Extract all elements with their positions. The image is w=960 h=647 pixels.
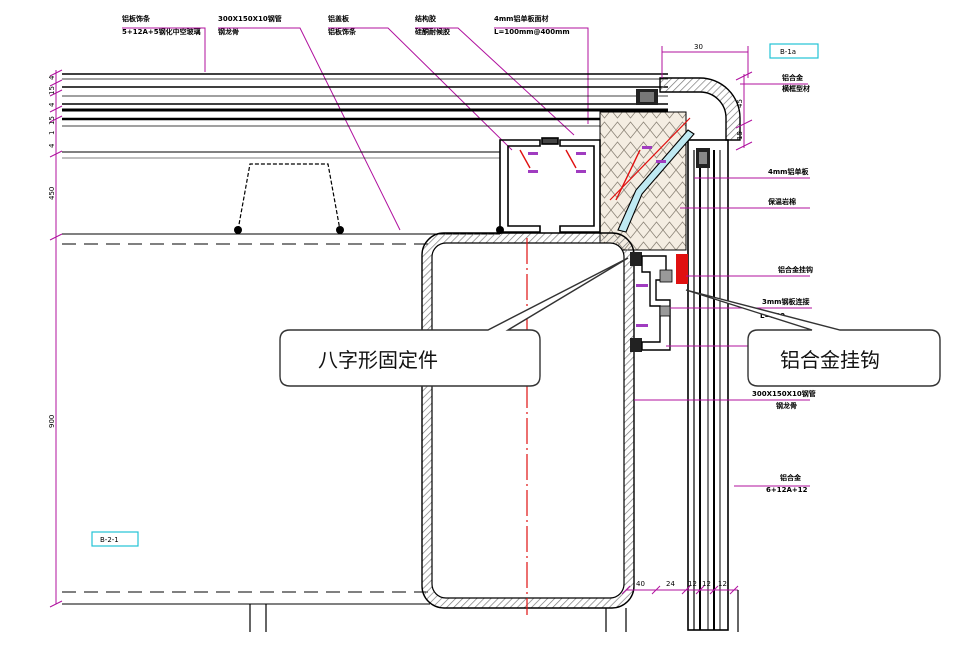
rock-wool-insulation — [599, 111, 687, 251]
top-leaders — [122, 27, 589, 231]
note-right-11: 6+12A+12 — [766, 486, 808, 494]
right-top-dimension: 45 15 — [735, 71, 753, 151]
purple-pointer-marks — [528, 146, 666, 327]
callout-right: 铝合金挂钩 — [685, 289, 941, 387]
note-right-10: 铝合金 — [780, 473, 802, 482]
note-right-2: 横框型材 — [782, 84, 810, 93]
note-top-3b: 铝板饰条 — [328, 27, 357, 36]
svg-text:15: 15 — [48, 116, 56, 125]
note-right-3: 4mm铝单板 — [768, 167, 809, 176]
svg-text:15: 15 — [48, 86, 56, 95]
note-right-1: 铝合金 — [782, 73, 804, 82]
svg-text:45: 45 — [736, 99, 744, 108]
note-top-1b: 5+12A+5钢化中空玻璃 — [122, 27, 201, 36]
note-top-4b: 硅酮耐候胶 — [415, 27, 450, 36]
note-top-2b: 钢龙骨 — [218, 27, 239, 36]
top-dimension: 30 — [661, 43, 749, 78]
svg-text:B-1a: B-1a — [780, 48, 796, 56]
svg-text:12: 12 — [688, 580, 697, 588]
svg-text:12: 12 — [718, 580, 727, 588]
trapezoid-bracket — [234, 163, 504, 234]
svg-text:4: 4 — [48, 102, 56, 107]
svg-text:900: 900 — [48, 415, 56, 428]
aluminum-hook-assembly — [630, 252, 688, 352]
corner-aluminum-cover — [659, 77, 741, 141]
dashed-beam-line — [62, 233, 500, 605]
note-right-6: 3mm钢板连接 — [762, 297, 809, 306]
glass-and-mullion — [687, 139, 729, 631]
left-dimension-chain: 4 15 4 15 1 4 450 900 — [48, 69, 63, 608]
callout-left: 八字形固定件 — [279, 257, 629, 387]
svg-text:15: 15 — [736, 131, 744, 140]
note-top-5b: L=100mm@400mm — [494, 28, 570, 36]
keel-red-marks — [519, 149, 641, 201]
svg-text:40: 40 — [636, 580, 645, 588]
note-right-4: 保温岩棉 — [767, 197, 796, 206]
note-top-5a: 4mm铝单板面材 — [494, 14, 548, 23]
svg-text:24: 24 — [666, 580, 675, 588]
note-top-4a: 结构胶 — [414, 14, 436, 23]
steel-keel-channels — [499, 137, 601, 233]
svg-text:4: 4 — [48, 143, 56, 148]
bottom-structure-lines — [249, 590, 739, 632]
tag-top-right: B-1a — [769, 43, 819, 59]
svg-text:4: 4 — [48, 75, 56, 80]
callout-left-text: 八字形固定件 — [318, 348, 438, 372]
steel-tube-300x150 — [421, 232, 635, 615]
note-right-5: 铝合金挂钩 — [778, 265, 813, 274]
callout-right-text: 铝合金挂钩 — [780, 348, 880, 372]
svg-text:1: 1 — [48, 131, 56, 135]
note-right-8: 300X150X10钢管 — [752, 389, 816, 398]
svg-text:30: 30 — [694, 43, 703, 51]
inclined-hook-profile — [609, 117, 695, 233]
note-top-2a: 300X150X10钢管 — [218, 14, 282, 23]
note-top-3a: 铝盖板 — [328, 14, 350, 23]
svg-text:B-2-1: B-2-1 — [100, 536, 119, 544]
svg-text:12: 12 — [702, 580, 711, 588]
top-notes: 铝板饰条 5+12A+5钢化中空玻璃 300X150X10钢管 钢龙骨 铝盖板 … — [122, 14, 570, 36]
note-top-1a: 铝板饰条 — [122, 14, 151, 23]
note-right-9: 钢龙骨 — [776, 401, 797, 410]
right-notes: 铝合金 横框型材 4mm铝单板 保温岩棉 铝合金挂钩 3mm钢板连接 L=100… — [752, 73, 816, 494]
svg-text:450: 450 — [48, 187, 56, 200]
top-aluminum-profiles — [62, 73, 668, 159]
bottom-dimension-chain: 40 24 12 12 12 — [621, 580, 739, 595]
tag-bottom-left: B-2-1 — [91, 531, 139, 547]
